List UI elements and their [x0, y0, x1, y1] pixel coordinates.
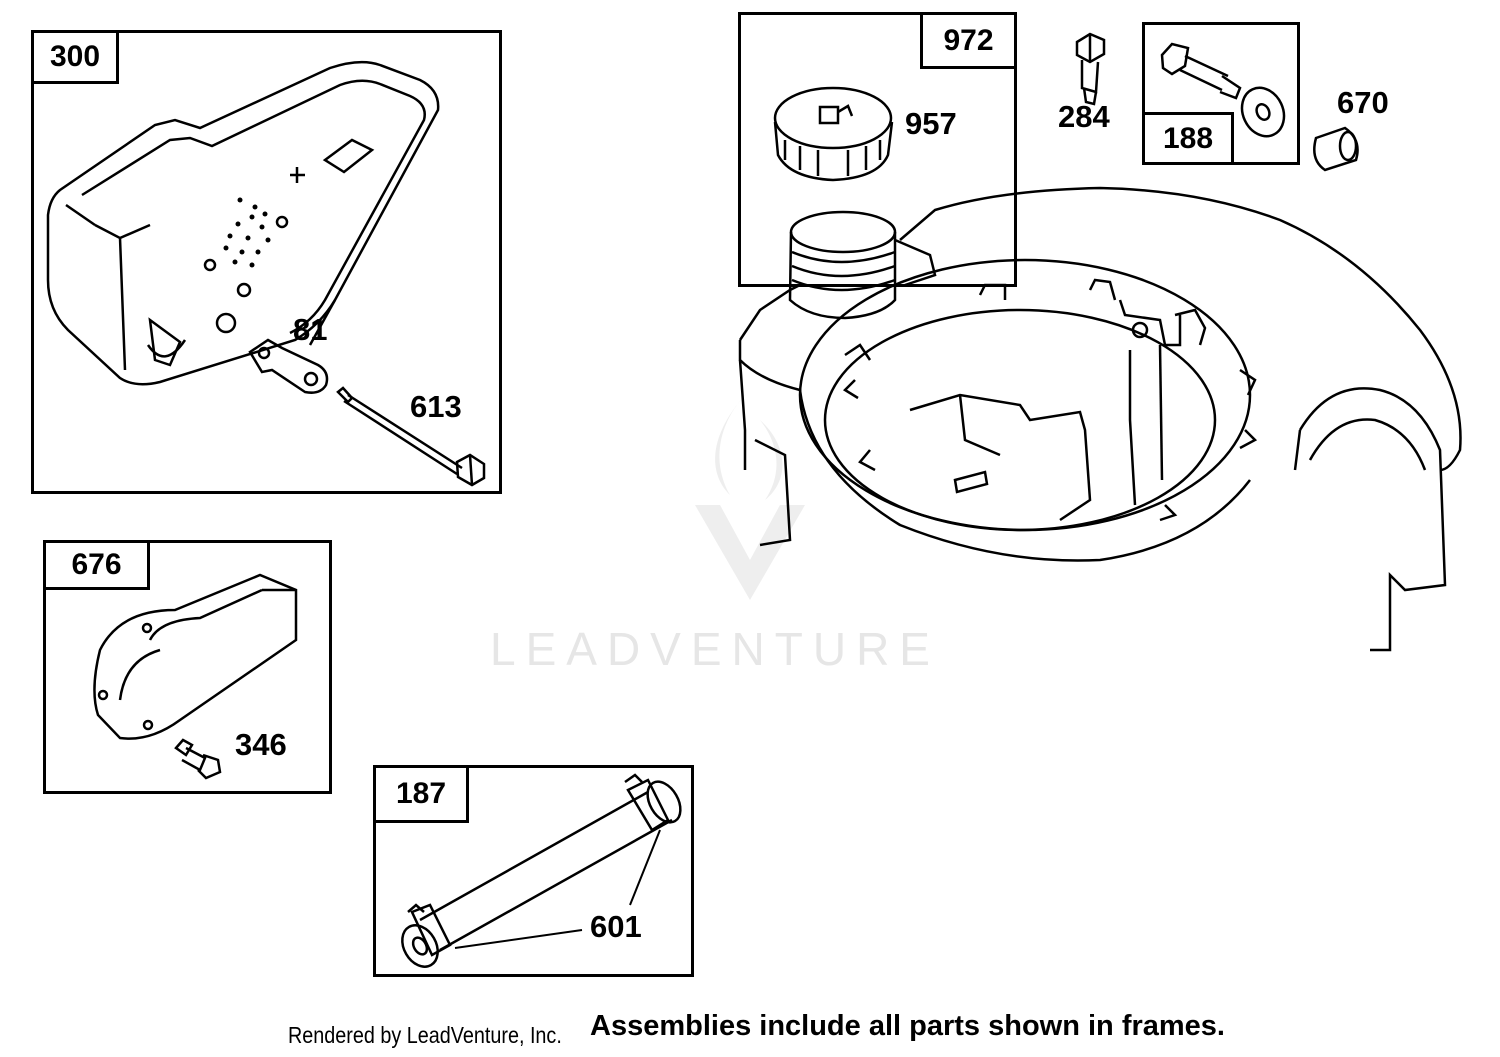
washer-icon	[1234, 81, 1291, 143]
footer-credit: Rendered by LeadVenture, Inc.	[288, 1022, 562, 1048]
footer-note: Assemblies include all parts shown in fr…	[590, 1010, 1225, 1042]
hose-clamp-icon	[408, 775, 668, 955]
lockwasher-icon	[250, 340, 327, 393]
frame-187	[373, 765, 694, 977]
frame-label-300: 300	[31, 30, 119, 84]
bushing-icon	[1314, 128, 1357, 170]
frame-label-187: 187	[373, 765, 469, 823]
screw-icon	[1077, 34, 1104, 104]
muffler-icon	[48, 62, 438, 384]
leader-lines-601	[455, 830, 660, 948]
frame-label-676: 676	[43, 540, 150, 590]
frame-label-972: 972	[920, 12, 1017, 69]
deflector-icon	[94, 575, 296, 739]
fuel-cap-icon	[775, 88, 892, 180]
shoulder-bolt-icon	[1162, 44, 1240, 98]
callout-957: 957	[905, 106, 957, 141]
muffler-vent-dots	[223, 197, 271, 268]
frame-972	[738, 12, 1017, 287]
fuel-line-icon	[395, 776, 687, 973]
callout-601: 601	[590, 909, 642, 944]
watermark-text: LEADVENTURE	[490, 623, 940, 675]
callout-670: 670	[1337, 85, 1389, 120]
screw-icon	[176, 740, 220, 778]
frame-676	[43, 540, 332, 794]
callout-284: 284	[1058, 99, 1110, 134]
callout-613: 613	[410, 389, 462, 424]
callout-346: 346	[235, 727, 287, 762]
blower-housing-icon	[740, 188, 1461, 650]
callout-81: 81	[293, 312, 328, 347]
frame-label-188: 188	[1142, 112, 1234, 165]
leadventure-logo-icon	[695, 392, 805, 600]
bolt-icon	[338, 388, 484, 485]
frame-300	[31, 30, 502, 494]
